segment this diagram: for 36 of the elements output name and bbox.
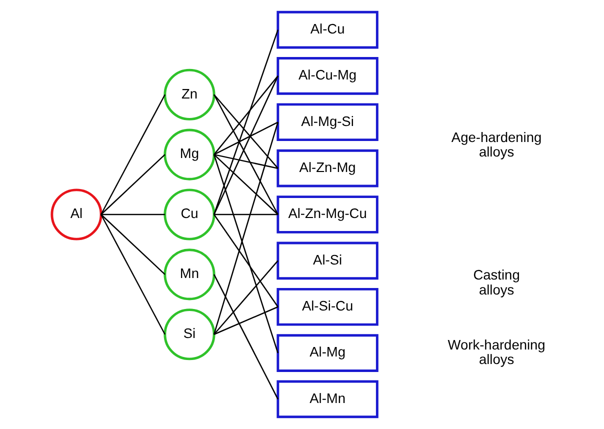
connector [214, 214, 278, 216]
connector [214, 306, 278, 335]
connector [100, 214, 166, 335]
node-box: Al-Zn-Mg [276, 149, 378, 188]
connector [214, 154, 278, 215]
label: Casting alloys [473, 268, 520, 298]
label: Age-hardening alloys [451, 130, 542, 160]
connector [100, 154, 166, 215]
node-box: Al-Mn [276, 380, 378, 418]
connector [213, 122, 279, 335]
connector [100, 214, 166, 275]
node-circle: Al [50, 188, 102, 240]
connector [214, 214, 278, 308]
connector [214, 154, 278, 169]
connector [100, 94, 166, 215]
node-box: Al-Si-Cu [276, 288, 378, 326]
node-box: Al-Mg [276, 334, 378, 372]
node-box: Al-Cu-Mg [276, 57, 378, 95]
node-circle: Si [164, 308, 216, 360]
connector [101, 214, 165, 216]
connector [213, 154, 279, 354]
node-box: Al-Zn-Mg-Cu [276, 196, 378, 234]
node-circle: Mn [164, 248, 216, 300]
connector [214, 122, 278, 156]
node-box: Al-Si [276, 242, 378, 280]
node-box: Al-Cu [276, 10, 378, 49]
node-circle: Cu [164, 188, 216, 240]
connector [214, 274, 278, 400]
node-circle: Zn [164, 68, 216, 120]
node-box: Al-Mg-Si [276, 103, 378, 142]
connector [213, 30, 279, 215]
label: Work-hardening alloys [448, 337, 546, 368]
node-circle: Mg [164, 128, 216, 180]
connector [214, 76, 278, 155]
connector [214, 260, 278, 335]
connector [214, 94, 278, 169]
